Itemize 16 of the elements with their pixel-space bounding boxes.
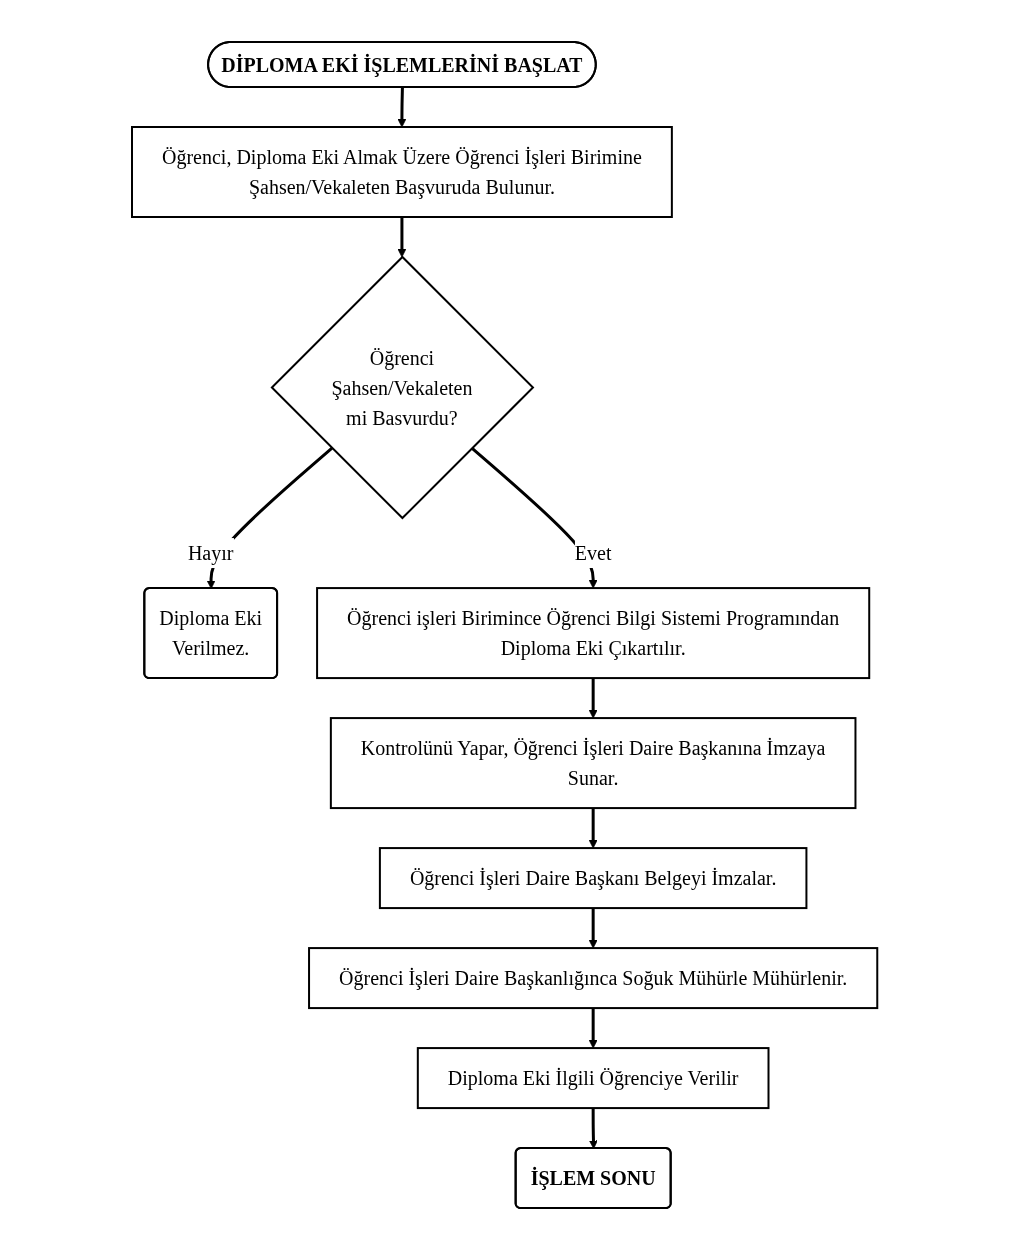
node-box: Öğrenci işleri Birimince Öğrenci Bilgi Sistemi Programından Diploma Eki Çıkartılır.	[315, 587, 871, 680]
arrow	[588, 678, 598, 719]
edge-label: Evet	[574, 542, 612, 565]
edge-label: Hayır	[187, 542, 234, 565]
node-box: Öğrenci İşleri Daire Başkanı Belgeyi İmzalar.	[378, 847, 808, 910]
arrow	[588, 1008, 598, 1049]
node-box: Öğrenci, Diploma Eki Almak Üzere Öğrenci İşleri Birimine Şahsen/Vekaleten Başvuruda Bulunur.	[130, 126, 673, 219]
arrow	[588, 908, 598, 949]
arrow	[588, 808, 598, 849]
arrow	[588, 1108, 598, 1150]
node-box: Öğrenci İşleri Daire Başkanlığınca Soğuk Mühürle Mühürlenir.	[307, 947, 879, 1010]
node-box: Kontrolünü Yapar, Öğrenci İşleri Daire Başkanına İmzaya Sunar.	[329, 717, 857, 810]
node-box: Diploma Eki İlgili Öğrenciye Verilir	[416, 1047, 770, 1110]
arrow	[397, 217, 407, 258]
node-diamond: Öğrenci Şahsen/Vekaleten mi Basvurdu?	[270, 256, 535, 520]
arrow	[397, 87, 407, 128]
